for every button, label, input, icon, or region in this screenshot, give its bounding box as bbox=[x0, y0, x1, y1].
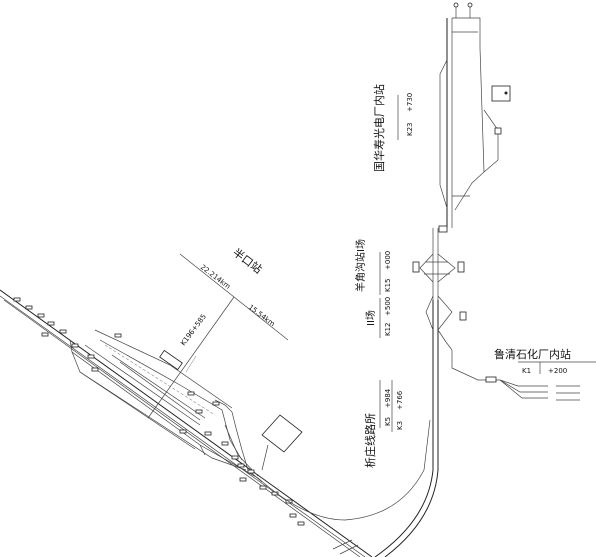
signal-tag bbox=[47, 321, 55, 326]
luqing-chainage-offset: +200 bbox=[548, 367, 567, 375]
banqiao-station-name: 半口站 bbox=[230, 245, 265, 276]
signal-tag bbox=[37, 313, 45, 318]
guohua-facility bbox=[491, 85, 511, 102]
guohua-chainage-k: K23 bbox=[406, 123, 414, 137]
banqiao-annotation: 半口站 22.214km 15.54km K196+585 bbox=[147, 245, 289, 419]
xizhuang-chainage-1-k: K5 bbox=[384, 417, 392, 426]
signal-tag bbox=[221, 441, 229, 446]
station-platform bbox=[159, 349, 183, 371]
guohua-branch bbox=[432, 2, 499, 300]
banqiao-right-distance: 15.54km bbox=[247, 303, 277, 328]
signal-tag bbox=[87, 354, 95, 359]
xizhuang-chainage-1-offset: +984 bbox=[384, 388, 392, 408]
signal-tag bbox=[237, 463, 245, 468]
signal-tag bbox=[289, 513, 297, 518]
signal-tag bbox=[247, 469, 255, 474]
field-ii-chainage-offset: +500 bbox=[384, 297, 392, 316]
xizhuang-post-name: 析庄线路所 bbox=[363, 413, 377, 468]
station-building bbox=[261, 414, 303, 453]
xizhuang-chainage-2-offset: +766 bbox=[396, 390, 404, 410]
luqing-chainage-k: K1 bbox=[522, 367, 531, 375]
signal-tag bbox=[187, 391, 195, 396]
banqiao-yard bbox=[0, 289, 373, 557]
signal-tag bbox=[195, 409, 203, 414]
yangjiaogou-yard bbox=[419, 253, 456, 351]
yard-signal-tags bbox=[13, 297, 305, 526]
luqing-station-name: 鲁清石化厂内站 bbox=[494, 347, 571, 361]
luqing-signal bbox=[485, 376, 497, 383]
banqiao-left-distance: 22.214km bbox=[199, 263, 232, 291]
field-ii-name: II场 bbox=[364, 310, 377, 326]
signal-tag bbox=[25, 305, 33, 310]
signal-tag bbox=[13, 297, 21, 302]
field-ii-signal bbox=[459, 311, 467, 321]
signal-tag bbox=[59, 329, 67, 334]
signal-tag bbox=[204, 431, 212, 436]
yangjiaogou-signal-left bbox=[412, 261, 420, 273]
yangjiaogou-signal-right bbox=[457, 261, 465, 273]
guohua-station-name: 国华寿光电厂内站 bbox=[372, 84, 386, 172]
guohua-annotation: 国华寿光电厂内站 K23 +730 bbox=[372, 84, 414, 172]
signal-tag bbox=[91, 367, 99, 372]
yangjiaogou-station-name: 羊角沟站I场 bbox=[354, 239, 367, 292]
yangjiaogou-chainage-offset: +000 bbox=[384, 251, 392, 270]
xizhuang-annotation: 析庄线路所 K5 +984 K3 +766 bbox=[363, 380, 404, 468]
signal-tag bbox=[114, 333, 122, 338]
field-ii-chainage-k: K12 bbox=[384, 323, 392, 337]
yangjiaogou-annotation: 羊角沟站I场 K15 +000 II场 K12 +500 bbox=[354, 239, 392, 338]
xizhuang-chainage-2-k: K3 bbox=[396, 421, 404, 430]
yangjiaogou-chainage-k: K15 bbox=[384, 279, 392, 293]
luqing-annotation: 鲁清石化厂内站 K1 +200 bbox=[494, 347, 596, 375]
guohua-junction-box bbox=[438, 225, 448, 233]
signal-tag bbox=[212, 401, 220, 406]
signal-tag bbox=[71, 343, 79, 348]
signal-tag bbox=[297, 521, 305, 526]
signal-tag bbox=[231, 455, 239, 460]
banqiao-chainage: K196+585 bbox=[179, 313, 208, 348]
signal-tag bbox=[239, 477, 247, 482]
signal-tag bbox=[259, 485, 267, 490]
signal-tag bbox=[179, 429, 187, 434]
guohua-signal bbox=[494, 127, 502, 135]
main-line bbox=[257, 300, 439, 557]
signal-tag bbox=[41, 332, 49, 337]
guohua-chainage-offset: +730 bbox=[406, 93, 414, 112]
